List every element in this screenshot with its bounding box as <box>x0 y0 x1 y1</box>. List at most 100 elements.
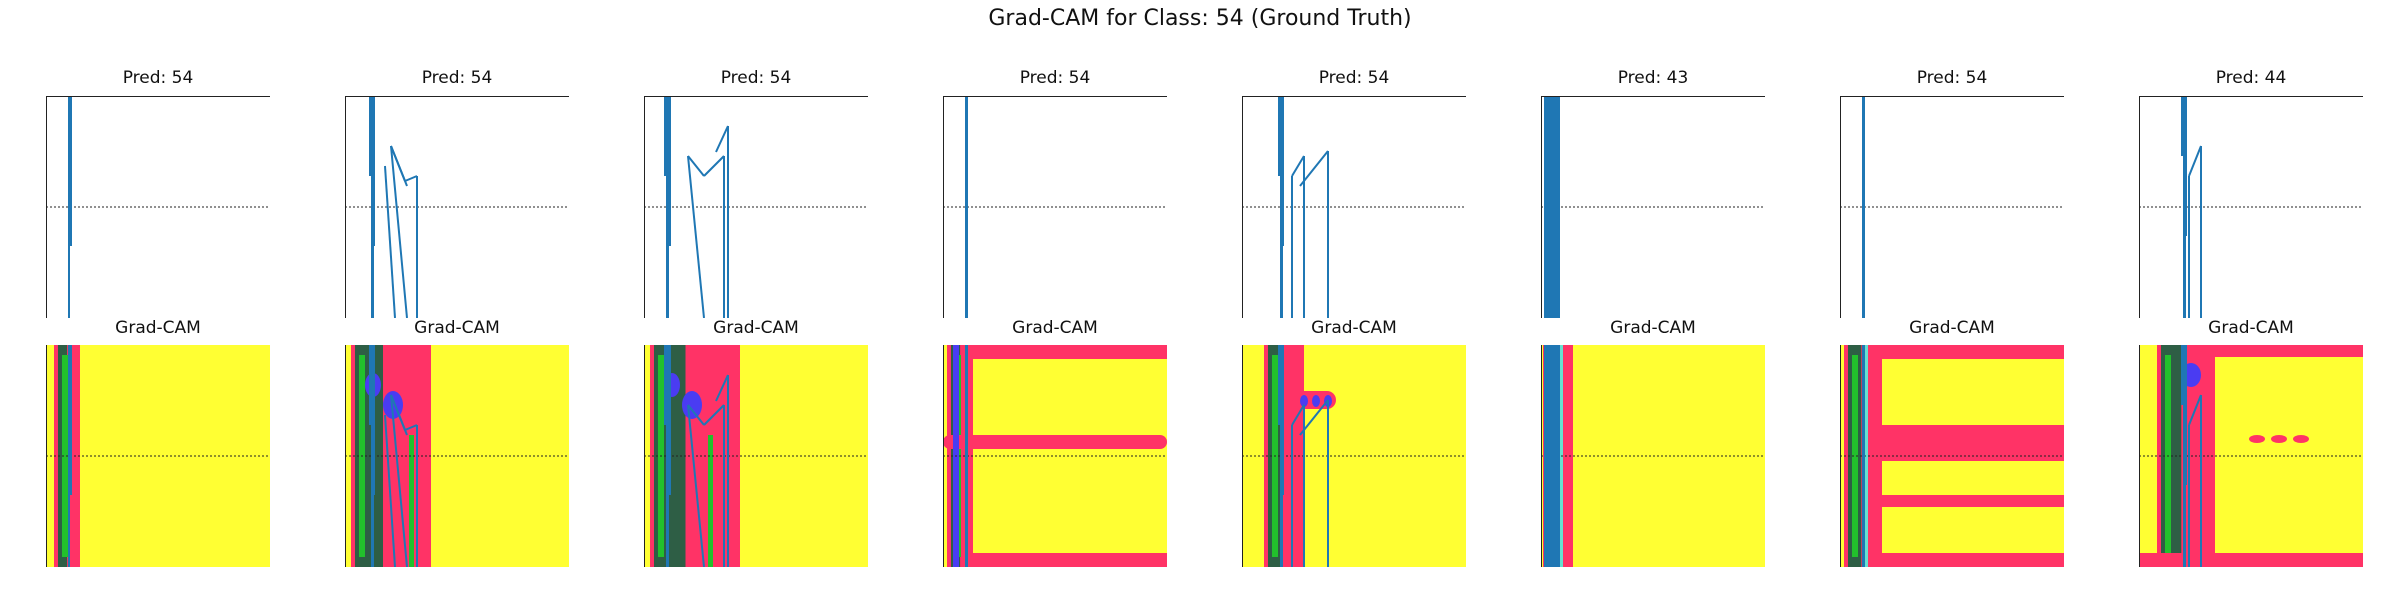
signal-series <box>1544 96 1560 318</box>
signal-spike <box>2181 96 2184 156</box>
heat-blue-blob <box>1300 395 1308 407</box>
heat-bottom-band <box>971 553 1167 567</box>
signal-spike <box>965 96 968 318</box>
gradcam-title: Grad-CAM <box>713 318 799 338</box>
signal-spike <box>1556 345 1560 567</box>
signal-spike <box>669 345 671 495</box>
signal-spike <box>373 345 375 495</box>
signal-spike <box>2183 345 2186 567</box>
signal-series <box>369 345 418 567</box>
signal-plot <box>943 96 1167 318</box>
gradcam-title: Grad-CAM <box>1311 318 1397 338</box>
signal-segment <box>687 404 705 426</box>
heat-top-band <box>1880 345 2064 359</box>
gradcam-plot <box>2139 345 2363 567</box>
signal-segment <box>715 125 729 153</box>
signal-spike <box>965 345 968 567</box>
signal-plot <box>644 96 868 318</box>
gradcam-plot <box>1242 345 1466 567</box>
signal-segment <box>384 414 396 567</box>
signal-segment <box>703 404 725 426</box>
signal-plot <box>2139 96 2363 318</box>
signal-spike <box>1282 96 1284 246</box>
signal-segment <box>1291 404 1305 426</box>
signal-plot <box>1541 96 1765 318</box>
signal-spike <box>2185 96 2187 236</box>
signal-series <box>2181 96 2202 318</box>
signal-plot <box>1840 96 2064 318</box>
heat-spot <box>2293 435 2309 443</box>
pred-title: Pred: 54 <box>1318 68 1390 88</box>
signal-spike <box>1544 345 1550 567</box>
signal-spike <box>669 96 671 246</box>
signal-spike <box>2181 345 2184 405</box>
signal-series <box>664 345 729 567</box>
signal-spike <box>2183 96 2186 318</box>
signal-segment <box>2188 145 2202 177</box>
signal-spike <box>666 345 669 567</box>
signal-segment <box>715 374 729 402</box>
signal-series <box>1862 345 1865 567</box>
signal-spike <box>1550 96 1556 318</box>
signal-segment <box>390 145 408 318</box>
heat-spot <box>2249 435 2265 443</box>
signal-spike <box>1278 345 1281 425</box>
signal-spike <box>1278 96 1281 176</box>
signal-spike <box>70 96 72 246</box>
heat-green-band <box>708 435 713 567</box>
signal-spike <box>1550 345 1556 567</box>
signal-series <box>664 96 729 318</box>
heat-blue-blob <box>1312 395 1320 407</box>
signal-segment <box>687 404 705 567</box>
heat-blue-blob <box>682 391 702 419</box>
signal-spike <box>1544 96 1550 318</box>
signal-spike <box>68 345 70 567</box>
heat-green-band <box>62 355 68 557</box>
gradcam-title: Grad-CAM <box>115 318 201 338</box>
pred-title: Pred: 54 <box>122 68 194 88</box>
heat-green-band <box>1852 355 1858 557</box>
heat-middle-band <box>1880 425 2064 461</box>
signal-segment <box>687 155 705 177</box>
signal-segment <box>1291 155 1305 177</box>
signal-segment <box>404 175 418 182</box>
signal-spike <box>2185 345 2187 485</box>
heat-bottom-band <box>1880 553 2064 567</box>
signal-series <box>965 96 968 318</box>
signal-plot <box>345 96 569 318</box>
signal-segment <box>390 145 406 182</box>
gradcam-title: Grad-CAM <box>1610 318 1696 338</box>
signal-segment <box>1299 150 1329 187</box>
heat-horizontal-band <box>943 435 1167 449</box>
gradcam-title: Grad-CAM <box>2208 318 2294 338</box>
signal-spike <box>1862 345 1865 567</box>
signal-spike <box>369 96 372 176</box>
gradcam-title: Grad-CAM <box>414 318 500 338</box>
signal-series <box>369 96 418 318</box>
signal-spike <box>664 96 667 176</box>
gradcam-plot <box>1541 345 1765 567</box>
signal-segment <box>687 155 705 318</box>
signal-spike <box>1280 345 1283 567</box>
signal-spike <box>371 96 374 318</box>
signal-spike <box>664 345 667 425</box>
signal-spike <box>1280 96 1283 318</box>
gradcam-plot <box>345 345 569 567</box>
gradcam-plot <box>46 345 270 567</box>
pred-title: Pred: 54 <box>1916 68 1988 88</box>
pred-title: Pred: 43 <box>1617 68 1689 88</box>
signal-series <box>1278 96 1329 318</box>
signal-series <box>68 96 72 318</box>
heat-bottom-band <box>2139 553 2363 567</box>
gradcam-title: Grad-CAM <box>1012 318 1098 338</box>
gradcam-plot <box>644 345 868 567</box>
signal-spike <box>1282 345 1284 495</box>
signal-spike <box>369 345 372 425</box>
heat-spot <box>2271 435 2287 443</box>
signal-segment <box>384 165 396 318</box>
signal-spike <box>666 96 669 318</box>
signal-segment <box>1299 399 1329 436</box>
heat-green-band <box>409 435 414 567</box>
signal-series <box>1278 345 1329 567</box>
